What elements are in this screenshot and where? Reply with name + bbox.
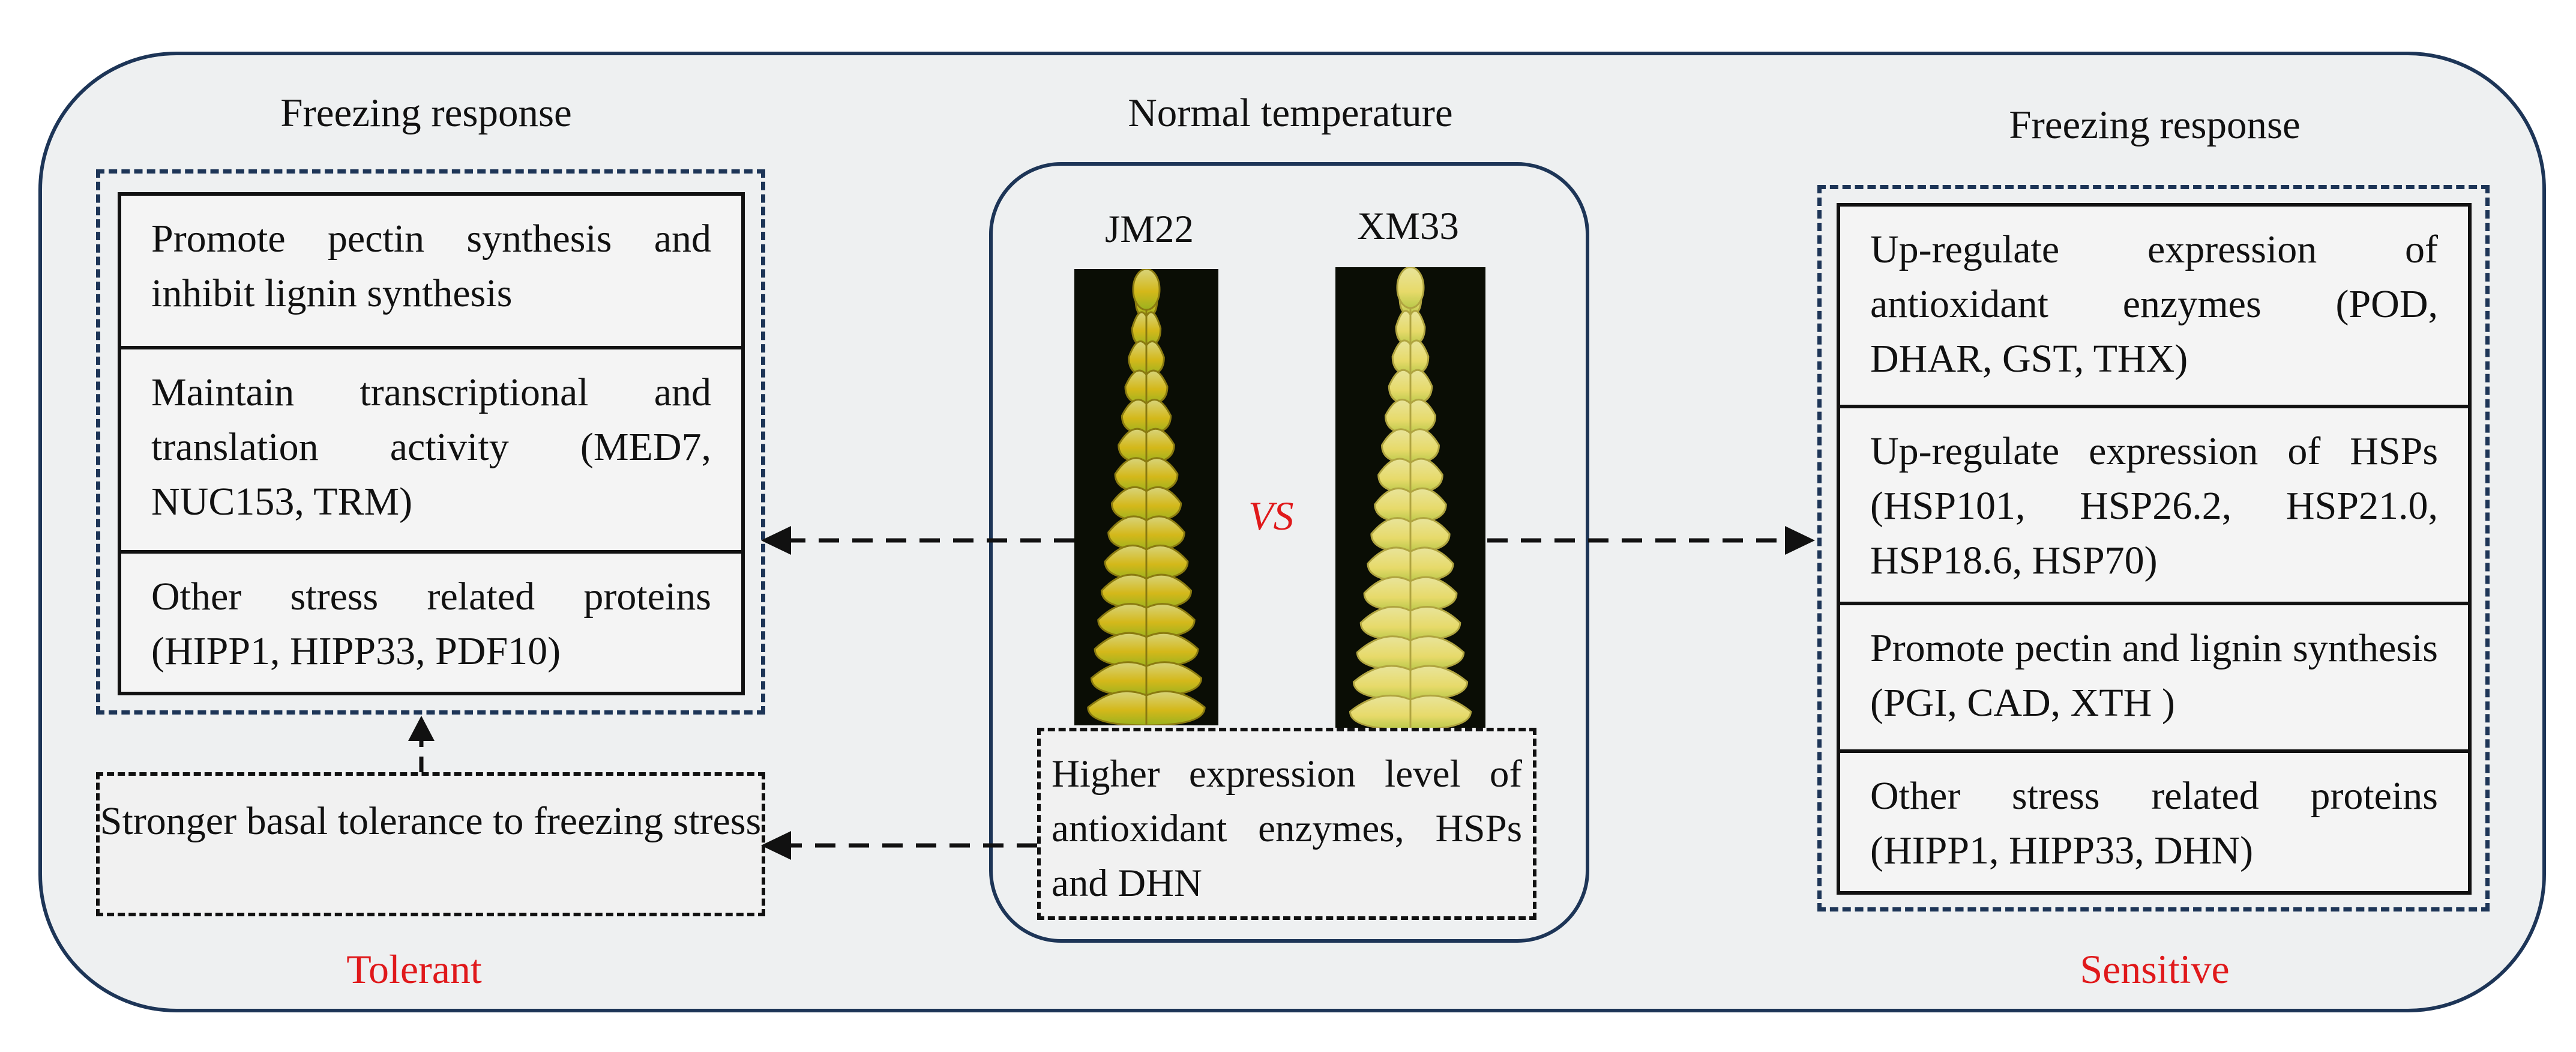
jm22-label: JM22 xyxy=(1104,208,1194,251)
right-title: Freezing response xyxy=(2009,103,2301,147)
xm33-label: XM33 xyxy=(1357,205,1459,248)
vs-label: VS xyxy=(1248,493,1294,539)
basal-tolerance-box: Stronger basal tolerance to freezing str… xyxy=(96,772,765,916)
left-item-3: Other stress related proteins (HIPP1, HI… xyxy=(121,550,741,699)
arrow-basal-to-left-group xyxy=(408,716,435,772)
left-response-list: Promote pectin synthesis and inhibit lig… xyxy=(118,192,745,695)
arrow-note-to-basal xyxy=(761,831,1037,860)
right-response-list: Up-regulate expression of antioxidant en… xyxy=(1837,203,2472,895)
jm22-spike-image xyxy=(1074,269,1218,725)
tolerant-label: Tolerant xyxy=(346,946,482,992)
spike-tip-shape xyxy=(1396,267,1425,309)
spike-tip-shape xyxy=(1132,269,1161,311)
sensitive-label: Sensitive xyxy=(2080,946,2230,992)
higher-expression-note: Higher expression level of antioxidant e… xyxy=(1037,728,1536,920)
right-item-3: Promote pectin and lignin synthesis (PGI… xyxy=(1840,602,2468,749)
left-title: Freezing response xyxy=(280,91,572,135)
right-item-4: Other stress related proteins (HIPP1, HI… xyxy=(1840,749,2468,898)
xm33-spike-image xyxy=(1335,267,1485,730)
right-item-1: Up-regulate expression of antioxidant en… xyxy=(1870,228,2438,381)
right-response-group xyxy=(1817,185,2490,911)
right-item-2: Up-regulate expression of HSPs (HSP101, … xyxy=(1840,405,2468,602)
spikelet-shape xyxy=(1087,690,1148,725)
arrow-center-to-left-group xyxy=(761,526,1074,555)
left-response-group xyxy=(96,169,765,715)
spikelet-shape xyxy=(1145,690,1206,725)
center-title: Normal temperature xyxy=(1128,91,1453,135)
left-item-2: Maintain transcriptional and translation… xyxy=(121,346,741,550)
left-item-1: Promote pectin synthesis and inhibit lig… xyxy=(151,217,711,316)
arrow-center-to-right-group xyxy=(1487,526,1815,555)
